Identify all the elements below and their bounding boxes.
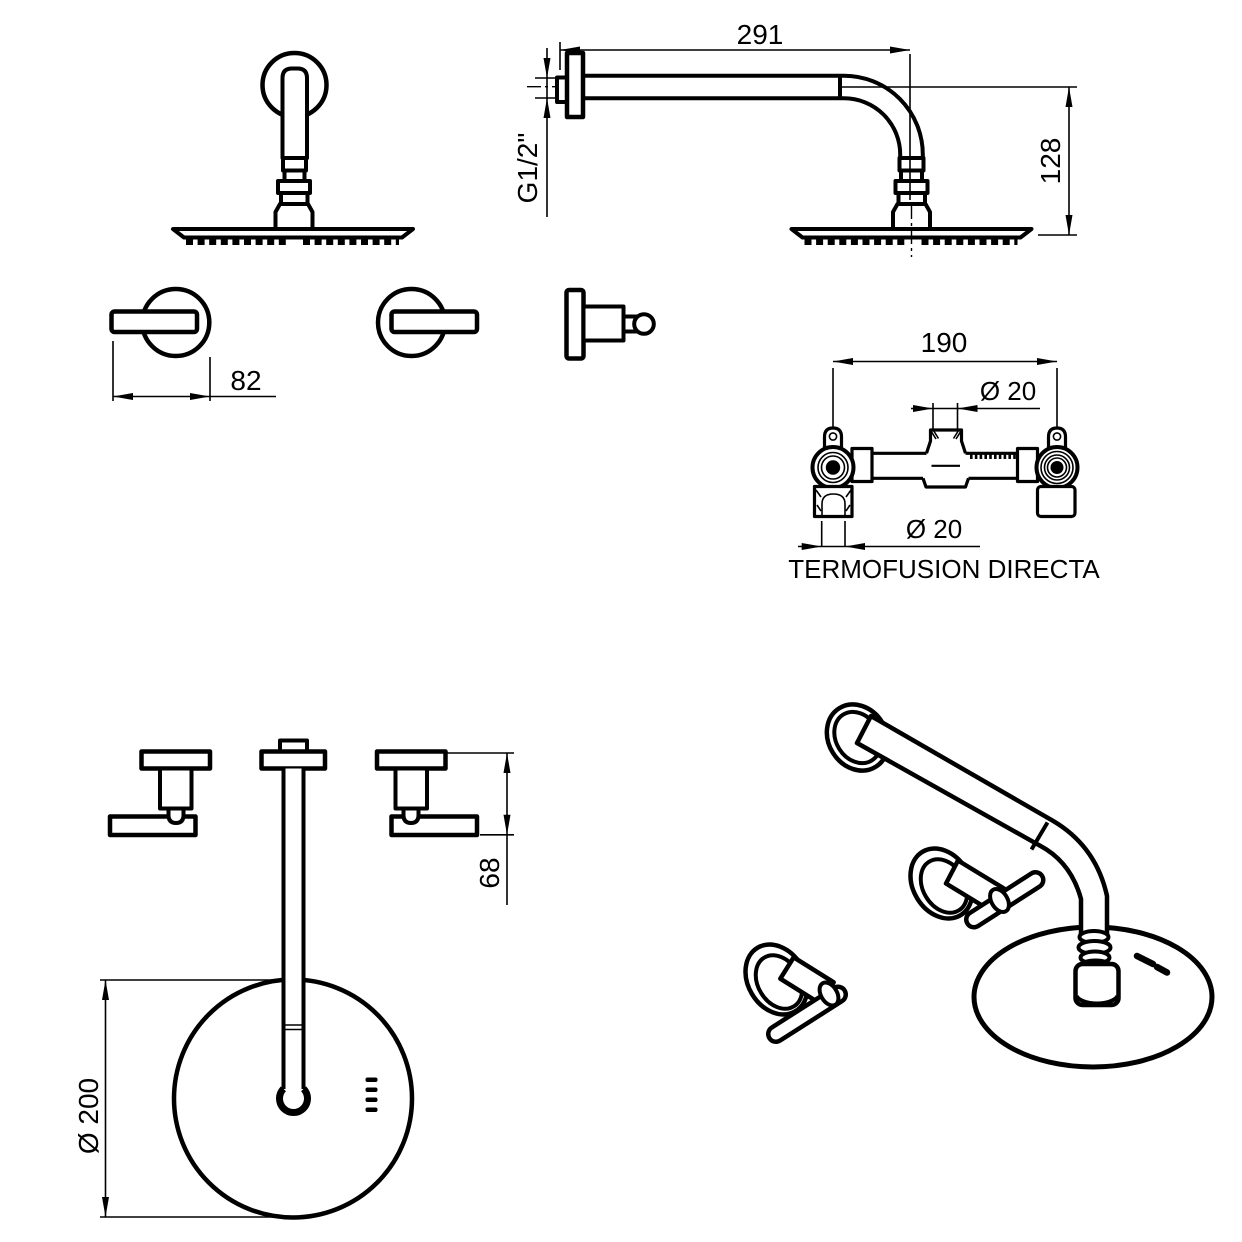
wall-flange	[564, 50, 586, 120]
arrowhead	[102, 980, 109, 1000]
handle-body	[393, 766, 429, 811]
brand-mark	[365, 1087, 378, 1092]
extension-line	[820, 521, 846, 546]
perspective-handle-upper	[908, 846, 1046, 930]
arrowhead	[1065, 87, 1073, 107]
arrowhead	[503, 753, 511, 773]
top-view: 68 Ø 200	[73, 738, 514, 1220]
brand-mark	[365, 1097, 378, 1102]
brand-mark	[365, 1107, 378, 1112]
brand-mark	[365, 1077, 378, 1082]
front-view-shower-head	[171, 50, 415, 245]
arm-lines	[281, 768, 306, 1089]
brand-mark	[1133, 952, 1171, 976]
inlet-socket-left	[812, 484, 854, 519]
mounting-ear	[822, 426, 844, 450]
valve-ring	[1046, 457, 1068, 478]
shower-head-edge	[171, 227, 415, 240]
handles-front-view: 82	[109, 286, 480, 401]
lever-handle	[389, 309, 480, 335]
pipe-coupling	[1015, 446, 1040, 484]
head-hub	[273, 202, 315, 232]
mounting-ear	[1046, 426, 1068, 450]
dim-label-thread: G1/2"	[512, 133, 543, 204]
arrowhead	[1065, 215, 1073, 235]
thread-hatch	[930, 430, 962, 440]
handle-side-view	[564, 287, 656, 361]
valve-bore	[1050, 461, 1064, 474]
valve-ring	[1040, 450, 1074, 485]
inlet-socket-right	[1035, 484, 1077, 519]
arrowhead	[560, 46, 580, 54]
dim-label-outlet-diameter: Ø 20	[980, 376, 1036, 406]
shower-arm-pipe	[280, 66, 309, 160]
arrowhead	[543, 58, 551, 78]
arm-fill	[285, 768, 302, 1089]
lever-end-knob	[988, 887, 1011, 914]
arrowhead	[503, 814, 511, 835]
valve-ring	[820, 455, 846, 480]
arrowhead	[957, 405, 978, 412]
extension-line	[932, 403, 959, 429]
arm-outer-line	[583, 73, 925, 158]
valve-bore	[825, 460, 841, 475]
dim-label-inlet-diameter: Ø 20	[906, 514, 962, 544]
arm-joint	[1029, 821, 1050, 851]
arrowhead	[845, 543, 865, 550]
extension-line	[447, 752, 514, 836]
arrowhead	[1037, 358, 1057, 365]
dim-label-handle-length: 82	[230, 365, 261, 396]
handle-wall-plate	[564, 287, 586, 361]
arrowhead	[833, 358, 853, 365]
side-view-shower-arm: 291 G1/2" 128	[512, 19, 1077, 257]
lever-end-knob	[817, 980, 841, 1008]
extension-line	[100, 979, 287, 1218]
handle-stem-tip	[401, 806, 421, 825]
arrowhead	[801, 543, 822, 550]
arm-end-connector	[276, 1086, 311, 1116]
installation-note: TERMOFUSION DIRECTA	[788, 554, 1100, 584]
arrowhead	[543, 98, 551, 118]
dim-label-arm-length: 291	[737, 19, 784, 50]
lever-end-knob	[632, 312, 656, 336]
arrowhead	[113, 393, 133, 400]
arrowhead	[190, 393, 210, 400]
handle-stem-tip	[166, 806, 186, 825]
handle-body	[581, 304, 626, 343]
valve-ring	[1043, 454, 1071, 481]
tee-lower-bulge	[921, 477, 971, 489]
socket-hatch	[815, 489, 852, 512]
dim-label-drop-height: 128	[1035, 138, 1066, 185]
arrowhead	[102, 1197, 109, 1217]
valve-ring	[817, 451, 849, 484]
dim-label-handle-projection: 68	[474, 857, 505, 888]
dim-label-center-distance: 190	[921, 327, 968, 358]
perspective-handle-lower	[743, 942, 848, 1044]
perspective-view	[743, 702, 1215, 1070]
handle-wall-plate	[139, 749, 213, 771]
arrowhead	[913, 405, 933, 412]
socket-bore	[821, 493, 846, 517]
ear-hole	[828, 432, 838, 441]
handle-body	[158, 766, 194, 811]
connector-base-curve	[1074, 994, 1120, 1006]
lever-handle	[109, 309, 200, 335]
handle-wall-plate	[374, 749, 448, 771]
arrowhead	[890, 46, 910, 54]
ear-hole	[1052, 432, 1062, 441]
arm-wall-plate	[259, 749, 328, 771]
arm-inner-line	[583, 96, 903, 158]
dim-label-head-diameter: Ø 200	[73, 1078, 104, 1154]
arm-joint	[283, 1024, 304, 1031]
valve-body-view: 190 Ø 20	[788, 327, 1100, 584]
